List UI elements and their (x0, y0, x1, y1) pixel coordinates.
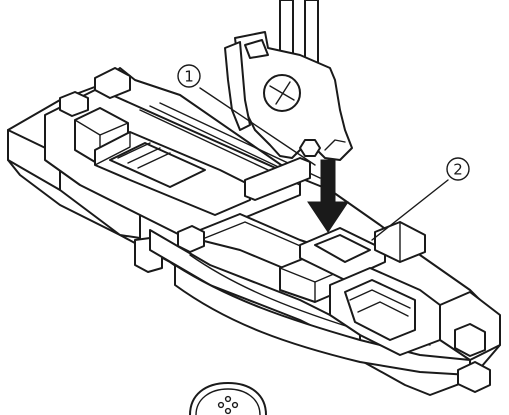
callout-1: 1 (177, 64, 316, 166)
callout-2: 2 (371, 157, 470, 241)
callout-1-label: 1 (184, 68, 194, 86)
buttonhole-foot (7, 67, 501, 396)
presser-foot-holder (224, 0, 353, 161)
down-arrow (307, 159, 349, 233)
callout-2-label: 2 (453, 161, 463, 179)
button-illustration (189, 382, 267, 415)
